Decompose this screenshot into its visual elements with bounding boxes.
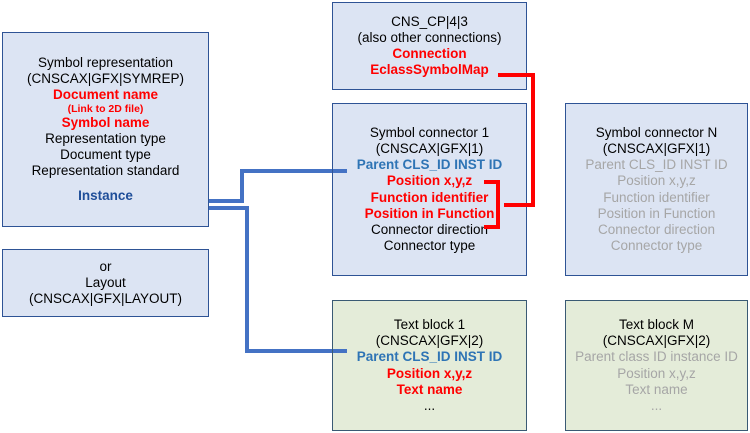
symbol-connector-n-box[interactable]: Symbol connector N (CNSCAX|GFX|1) Parent… bbox=[565, 103, 748, 276]
symbol-connector-n-position: Position x,y,z bbox=[617, 173, 696, 189]
cns-cp-box[interactable]: CNS_CP|4|3 (also other connections) Conn… bbox=[332, 2, 527, 90]
red-path-lower-horizontal bbox=[504, 203, 535, 207]
symbol-representation-line-1: Symbol representation bbox=[37, 54, 174, 70]
symbol-connector-1-type: Connector type bbox=[383, 237, 476, 253]
layout-line-2: Layout bbox=[85, 274, 126, 290]
layout-line-1: or bbox=[99, 258, 112, 274]
text-block-1-position: Position x,y,z bbox=[386, 365, 473, 381]
symbol-connector-n-type: Connector type bbox=[610, 237, 703, 253]
instance-label: Instance bbox=[78, 188, 133, 204]
text-block-m-parent-id: Parent class ID instance ID bbox=[575, 349, 738, 365]
text-block-m-text-name: Text name bbox=[625, 381, 688, 397]
red-path-upper-horizontal bbox=[498, 73, 535, 77]
text-block-m-title: Text block M bbox=[618, 317, 695, 333]
connector-a-horizontal-right bbox=[240, 169, 340, 173]
symbol-connector-1-position: Position x,y,z bbox=[386, 173, 473, 189]
symbol-connector-1-title: Symbol connector 1 bbox=[369, 125, 490, 141]
symbol-connector-n-parent-id: Parent CLS_ID INST ID bbox=[585, 157, 728, 173]
symbol-connector-n-function-identifier: Function identifier bbox=[603, 189, 710, 205]
connector-b-stub bbox=[333, 349, 347, 353]
symbol-connector-1-direction: Connector direction bbox=[370, 221, 489, 237]
connector-b-horizontal-right bbox=[245, 349, 345, 353]
symbol-representation-document-type: Document type bbox=[60, 147, 151, 163]
symbol-representation-box[interactable]: Symbol representation (CNSCAX|GFX|SYMREP… bbox=[2, 32, 209, 227]
text-block-1-text-name: Text name bbox=[396, 381, 463, 397]
symbol-representation-document-name: Document name bbox=[52, 86, 159, 102]
connector-b-vertical bbox=[245, 206, 249, 353]
symbol-connector-1-box[interactable]: Symbol connector 1 (CNSCAX|GFX|1) Parent… bbox=[332, 103, 527, 276]
text-block-1-title: Text block 1 bbox=[393, 317, 466, 333]
symbol-representation-representation-standard: Representation standard bbox=[31, 163, 180, 179]
text-block-m-position: Position x,y,z bbox=[617, 365, 696, 381]
cns-cp-note: (also other connections) bbox=[357, 29, 502, 45]
symbol-connector-1-code: (CNSCAX|GFX|1) bbox=[375, 141, 484, 157]
text-block-1-code: (CNSCAX|GFX|2) bbox=[375, 333, 484, 349]
layout-line-3: (CNSCAX|GFX|LAYOUT) bbox=[28, 291, 183, 307]
red-bracket-bottom bbox=[484, 225, 500, 229]
connector-a-vertical bbox=[240, 169, 244, 203]
text-block-1-parent-id: Parent CLS_ID INST ID bbox=[356, 349, 503, 365]
cns-cp-eclass-symbol-map: EclassSymbolMap bbox=[370, 62, 489, 78]
layout-box[interactable]: or Layout (CNSCAX|GFX|LAYOUT) bbox=[2, 249, 209, 317]
text-block-1-ellipsis: ... bbox=[423, 397, 436, 413]
connector-a-stub bbox=[333, 169, 347, 173]
symbol-representation-representation-type: Representation type bbox=[45, 131, 166, 147]
red-bracket-top bbox=[484, 180, 500, 184]
text-block-m-ellipsis: ... bbox=[650, 397, 663, 413]
text-block-m-code: (CNSCAX|GFX|2) bbox=[602, 333, 711, 349]
symbol-representation-line-2: (CNSCAX|GFX|SYMREP) bbox=[26, 70, 185, 86]
symbol-connector-n-position-in-function: Position in Function bbox=[597, 205, 716, 221]
symbol-connector-n-direction: Connector direction bbox=[597, 221, 716, 237]
symbol-connector-1-position-in-function: Position in Function bbox=[364, 205, 495, 221]
symbol-connector-1-parent-id: Parent CLS_ID INST ID bbox=[356, 157, 503, 173]
text-block-m-box[interactable]: Text block M (CNSCAX|GFX|2) Parent class… bbox=[565, 300, 748, 431]
symbol-connector-1-function-identifier: Function identifier bbox=[370, 189, 489, 205]
symbol-representation-link-note: (Link to 2D file) bbox=[67, 102, 144, 115]
cns-cp-identifier: CNS_CP|4|3 bbox=[391, 13, 468, 29]
text-block-1-box[interactable]: Text block 1 (CNSCAX|GFX|2) Parent CLS_I… bbox=[332, 300, 527, 431]
symbol-connector-n-code: (CNSCAX|GFX|1) bbox=[602, 141, 711, 157]
red-bracket-side bbox=[496, 180, 500, 229]
symbol-connector-n-title: Symbol connector N bbox=[595, 125, 718, 141]
symbol-representation-symbol-name: Symbol name bbox=[61, 115, 150, 131]
cns-cp-connection: Connection bbox=[392, 46, 467, 61]
red-path-vertical bbox=[531, 73, 535, 207]
